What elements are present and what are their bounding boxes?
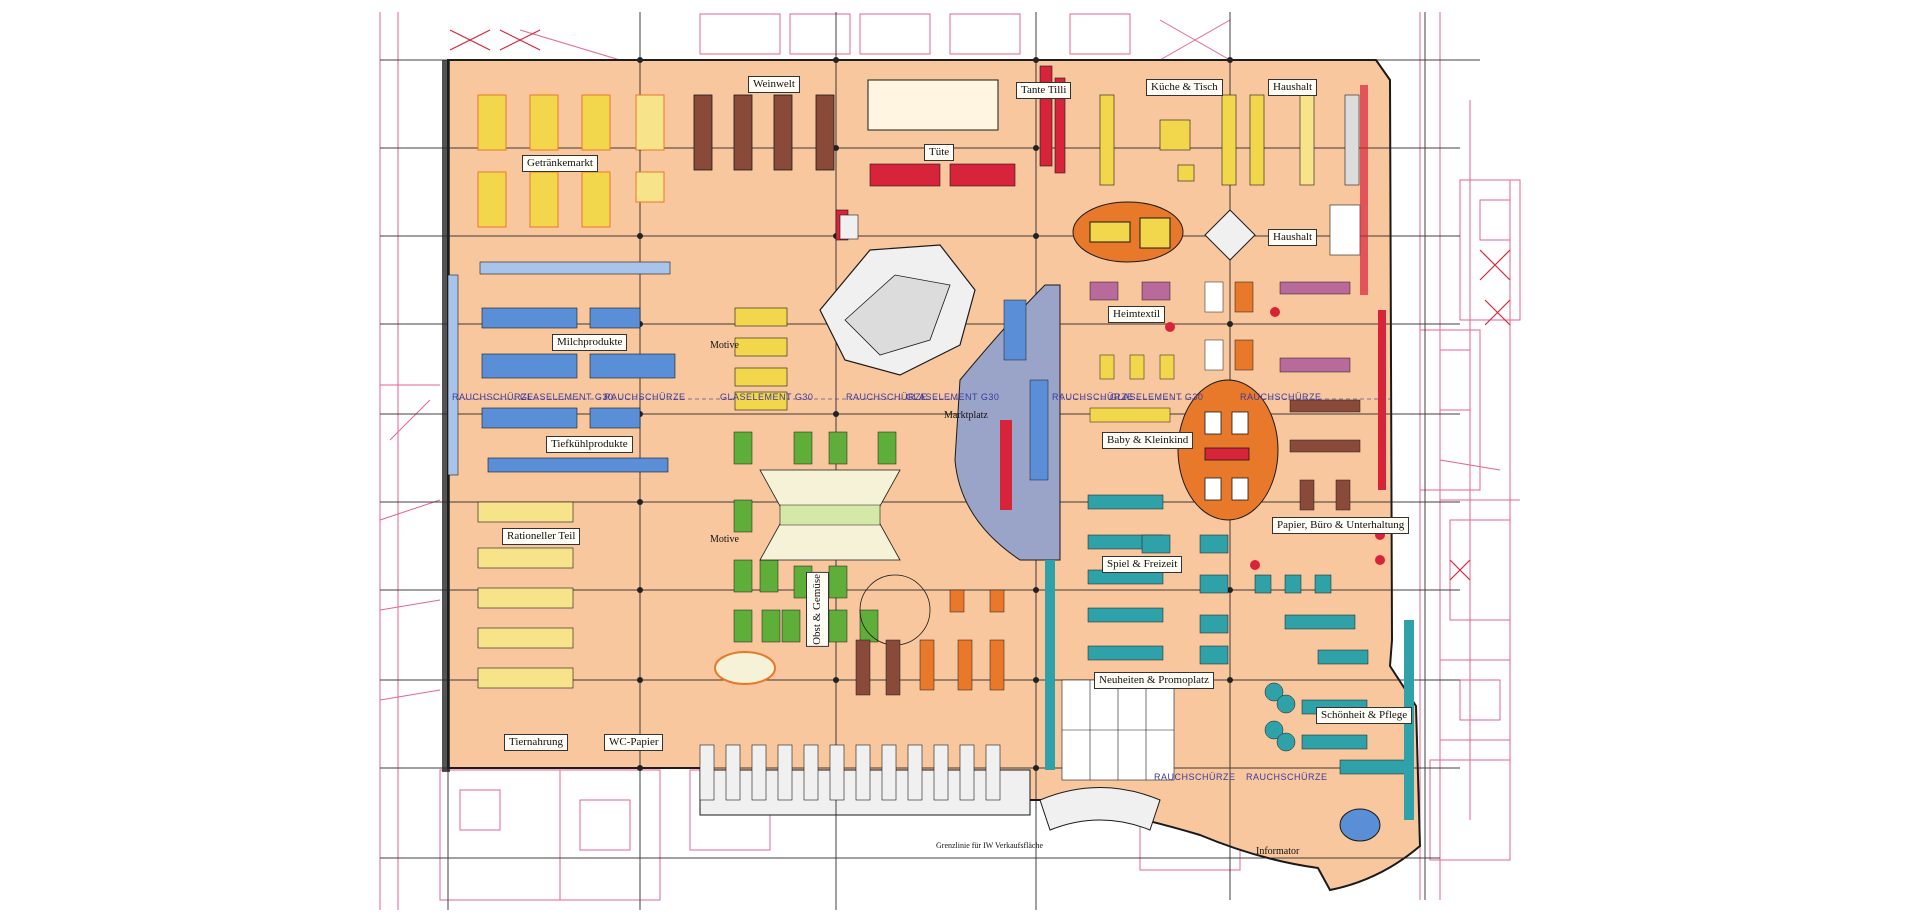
beverage-crates bbox=[477, 94, 665, 228]
zone-label-heimtextil: Heimtextil bbox=[1108, 306, 1166, 323]
zone-label-baby-kleinkind: Baby & Kleinkind bbox=[1102, 432, 1194, 449]
band-rauchschuerze-5: RAUCHSCHÜRZE bbox=[1240, 392, 1322, 402]
band-rauchschuerze-7: RAUCHSCHÜRZE bbox=[1246, 772, 1328, 782]
zone-label-haushalt-1: Haushalt bbox=[1268, 79, 1318, 96]
baby-dark-shelves bbox=[1289, 399, 1361, 511]
zone-label-rationeller-teil: Rationeller Teil bbox=[502, 528, 581, 545]
zone-label-getraenkemarkt: Getränkemarkt bbox=[522, 155, 598, 172]
zone-label-tuete: Tüte bbox=[924, 144, 955, 161]
promo-table-1 bbox=[1089, 221, 1131, 243]
zone-label-haushalt-2: Haushalt bbox=[1268, 229, 1318, 246]
brown-gondolas bbox=[855, 639, 901, 696]
service-blue-strip bbox=[1003, 299, 1027, 361]
zone-label-motive-2: Motive bbox=[710, 534, 739, 545]
band-glaselement-2: GLASELEMENT G30 bbox=[720, 392, 814, 402]
info-rotunda bbox=[1339, 808, 1381, 842]
blue-band-right bbox=[1045, 560, 1055, 770]
band-glaselement-3: GLASELEMENT G30 bbox=[906, 392, 1000, 402]
zone-label-obst-gemuese: Obst & Gemüse bbox=[806, 572, 829, 647]
baby-white-racks bbox=[1204, 411, 1250, 501]
zone-label-schoenheit: Schönheit & Pflege bbox=[1316, 707, 1413, 724]
info-counter bbox=[1039, 787, 1161, 831]
zone-label-tiefkuehlprodukte: Tiefkühlprodukte bbox=[546, 436, 633, 453]
rational-shelves bbox=[477, 501, 574, 689]
band-rauchschuerze-6: RAUCHSCHÜRZE bbox=[1154, 772, 1236, 782]
oval-stand bbox=[714, 651, 776, 685]
tante-tilli-counter bbox=[867, 79, 999, 131]
heimtextil-shelves bbox=[1089, 281, 1351, 423]
band-rauchschuerze-4: RAUCHSCHÜRZE bbox=[1052, 392, 1134, 402]
zone-label-weinwelt: Weinwelt bbox=[748, 76, 800, 93]
zone-label-spiel-freizeit: Spiel & Freizeit bbox=[1102, 556, 1183, 573]
red-crosses bbox=[449, 29, 1511, 581]
orange-gondolas bbox=[919, 589, 1005, 691]
toy-shelves bbox=[1087, 494, 1406, 775]
dairy-freezers bbox=[447, 261, 676, 476]
zone-label-tiernahrung: Tiernahrung bbox=[504, 734, 568, 751]
band-glaselement-4: GLASELEMENT G30 bbox=[1110, 392, 1204, 402]
zone-label-marktplatz: Marktplatz bbox=[944, 410, 988, 421]
band-rauchschuerze-1: RAUCHSCHÜRZE bbox=[452, 392, 534, 402]
checkout-lanes bbox=[699, 744, 1001, 801]
grid-columns bbox=[637, 57, 1233, 771]
wall-left bbox=[442, 60, 450, 772]
zone-label-neuheiten: Neuheiten & Promoplatz bbox=[1094, 672, 1214, 689]
red-dots bbox=[1165, 307, 1385, 570]
zone-label-milchprodukte: Milchprodukte bbox=[552, 334, 628, 351]
marktplatz-roof bbox=[844, 274, 951, 356]
diamond-display bbox=[1204, 209, 1256, 261]
zone-label-motive-1: Motive bbox=[710, 340, 739, 351]
produce-canopy-inner bbox=[779, 504, 881, 526]
zone-label-papier: Papier, Büro & Unterhaltung bbox=[1272, 517, 1410, 534]
service-red-block bbox=[1000, 420, 1012, 510]
right-wall-red bbox=[1378, 310, 1386, 490]
service-blue-strip-2 bbox=[1029, 379, 1049, 481]
promo-table-2 bbox=[1139, 217, 1171, 249]
zone-label-tante-tilli: Tante Tilli bbox=[1016, 82, 1072, 99]
zone-label-kueche-tisch: Küche & Tisch bbox=[1146, 79, 1223, 96]
band-rauchschuerze-3: RAUCHSCHÜRZE bbox=[846, 392, 928, 402]
zone-label-grenzlinie: Grenzlinie für IW Verkaufsfläche bbox=[936, 841, 1043, 850]
promo-grid bbox=[1061, 679, 1175, 781]
zone-label-wc-papier: WC-Papier bbox=[604, 734, 664, 751]
zone-label-informator: Informator bbox=[1256, 846, 1300, 857]
top-right-pink-strip bbox=[1360, 85, 1368, 295]
wine-racks bbox=[693, 94, 835, 171]
round-fixtures bbox=[1264, 682, 1296, 752]
band-glaselement-1: GLASELEMENT G30 bbox=[520, 392, 614, 402]
band-rauchschuerze-2: RAUCHSCHÜRZE bbox=[604, 392, 686, 402]
annotation-lines bbox=[379, 12, 1521, 910]
household-shelves bbox=[1099, 94, 1361, 256]
motive-shelves bbox=[734, 307, 788, 411]
